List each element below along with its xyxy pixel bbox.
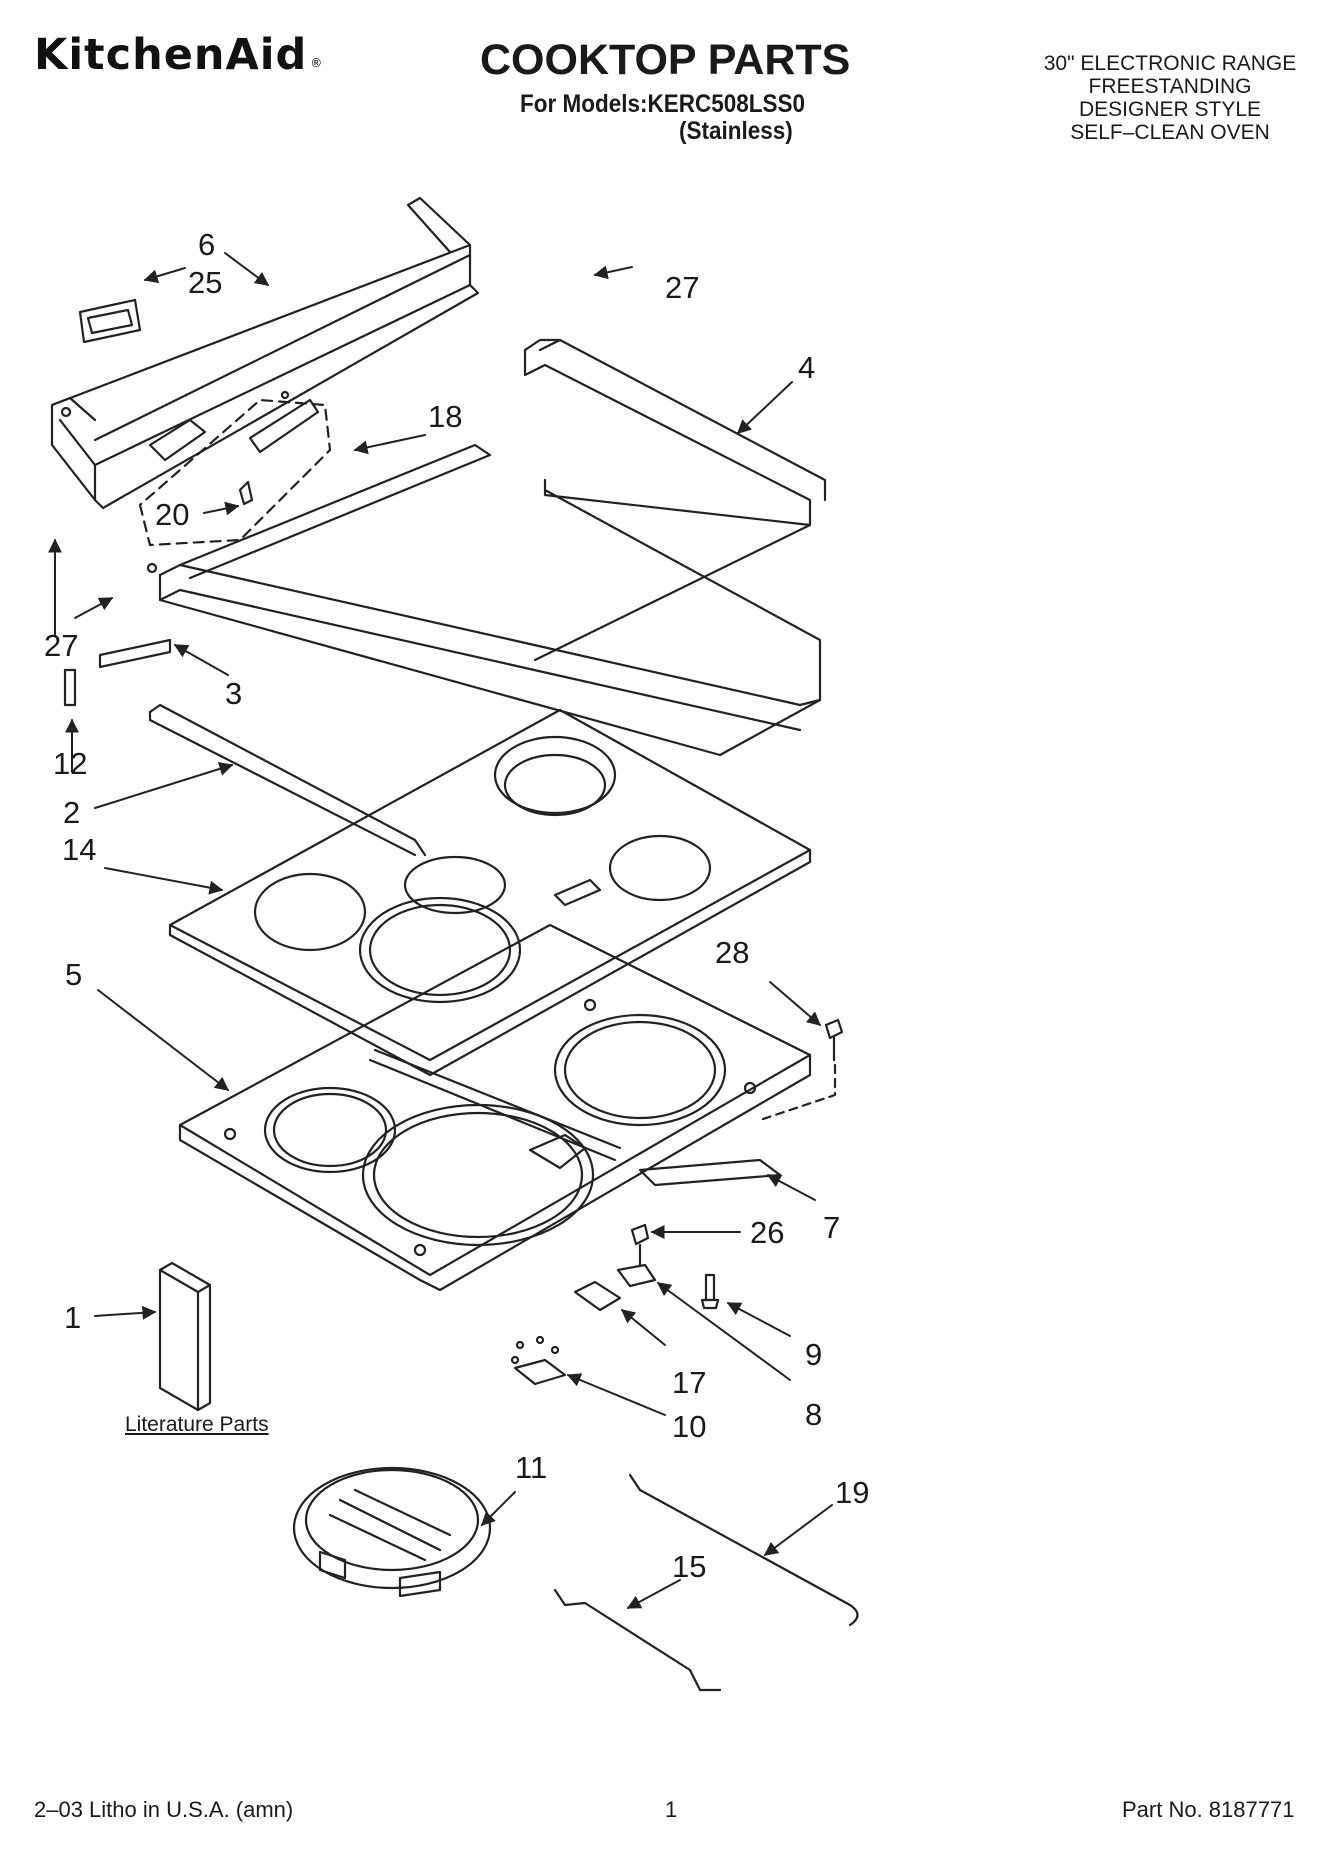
callout-8: 8	[805, 1397, 822, 1432]
callout-15: 15	[672, 1549, 706, 1584]
bracket-part	[573, 1280, 622, 1312]
litho-note: 2–03 Litho in U.S.A. (amn)	[34, 1797, 294, 1822]
callout-12: 12	[53, 746, 87, 781]
gasket	[148, 703, 427, 857]
model-variant: (Stainless)	[679, 117, 793, 145]
support-rod	[553, 1588, 722, 1692]
component-group-outline	[138, 398, 332, 547]
screw-part	[700, 1273, 720, 1310]
callout-25: 25	[188, 265, 222, 300]
strip-part	[98, 638, 172, 669]
literature-parts-label: Literature Parts	[125, 1413, 269, 1436]
page-title: COOKTOP PARTS	[480, 36, 851, 84]
kitchenaid-logo: KitchenAid®	[34, 30, 324, 80]
callout-1: 1	[64, 1300, 81, 1335]
bracket-part	[616, 1263, 657, 1288]
callout-9: 9	[805, 1337, 822, 1372]
callout-labels: 6 25 27 4 18 20 27 27 3 12 2 14 28 5 7 2…	[44, 227, 869, 1584]
screw-part	[630, 1223, 650, 1267]
callout-19: 19	[835, 1475, 869, 1510]
backguard-panel	[50, 196, 480, 510]
side-trim-frame	[523, 338, 827, 662]
callout-14: 14	[62, 832, 96, 867]
screw-part	[758, 1018, 844, 1122]
description-line: 30" ELECTRONIC RANGE	[1043, 52, 1297, 75]
literature-book	[158, 1261, 212, 1412]
pad-part	[63, 668, 77, 707]
callout-10: 10	[672, 1409, 706, 1444]
callout-2: 2	[63, 795, 80, 830]
callout-7: 7	[823, 1210, 840, 1245]
callout-18: 18	[428, 399, 462, 434]
callout-4: 4	[798, 350, 815, 385]
clip-part	[238, 480, 254, 506]
product-description: 30" ELECTRONIC RANGE FREESTANDING DESIGN…	[1010, 52, 1330, 144]
callout-27: 27	[44, 628, 78, 663]
page-number: 1	[665, 1797, 678, 1822]
support-rod	[628, 1473, 859, 1627]
description-line: DESIGNER STYLE	[1078, 98, 1262, 121]
control-overlay	[78, 298, 142, 344]
callout-17: 17	[672, 1365, 706, 1400]
trim-frame	[146, 443, 822, 757]
radiant-element	[292, 1466, 492, 1598]
sensor-part	[510, 1335, 567, 1386]
callout-3: 3	[225, 676, 242, 711]
callout-28: 28	[715, 935, 749, 970]
leader-arrows	[48, 252, 833, 1609]
callout-11: 11	[515, 1450, 547, 1485]
callout-6: 6	[198, 227, 215, 262]
bracket-part	[638, 1158, 782, 1187]
description-line: FREESTANDING	[1088, 75, 1252, 98]
part-number: Part No. 8187771	[1122, 1797, 1295, 1822]
callout-26: 26	[750, 1215, 784, 1250]
callout-27: 27	[665, 270, 699, 305]
glass-cooktop	[168, 708, 812, 1077]
callout-20: 20	[155, 497, 189, 532]
callout-5: 5	[65, 957, 82, 992]
description-line: SELF–CLEAN OVEN	[1070, 121, 1270, 144]
cooktop-base	[178, 923, 812, 1292]
model-number: For Models:KERC508LSS0	[520, 90, 806, 118]
